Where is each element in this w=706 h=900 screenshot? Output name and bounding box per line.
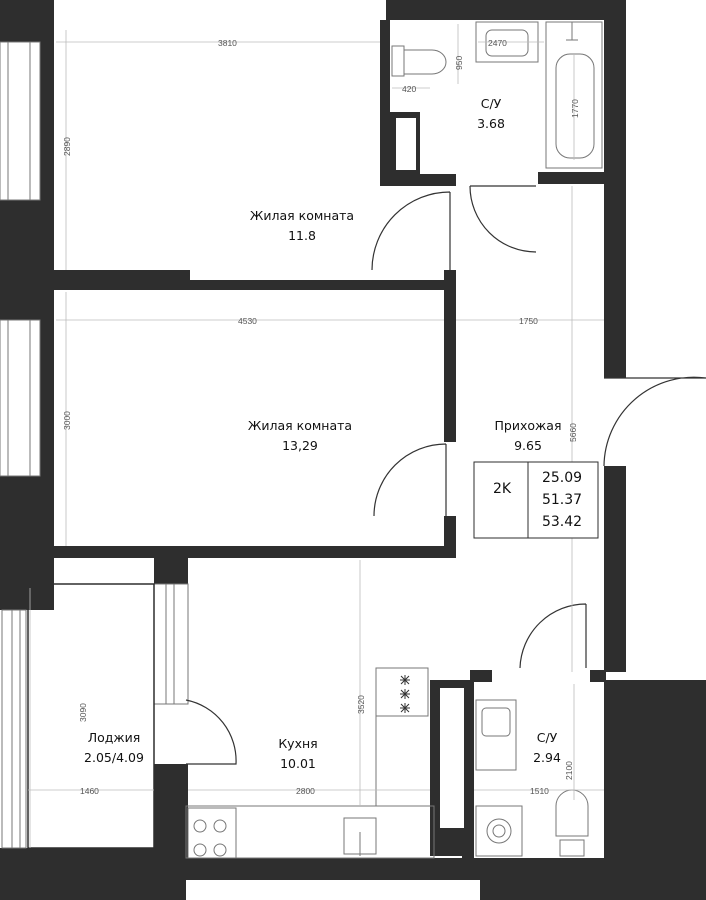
room-labels: С/У 3.68 Жилая комната 11.8 Жилая комнат…: [84, 96, 561, 771]
wall-bathroom-bottom-right: [538, 172, 604, 184]
dim-3090: 3090: [78, 703, 88, 722]
wall-bathroom2-left: [462, 680, 474, 858]
sink-bottom: [475, 699, 517, 771]
wall-kitchen-left-bottom: [154, 764, 188, 860]
dim-950: 950: [454, 56, 464, 70]
kitchen-hob: [187, 807, 237, 859]
wall-right-bottom-block: [604, 680, 706, 880]
dim-1750: 1750: [519, 316, 538, 326]
room-name-bathroom-top: С/У: [481, 96, 502, 111]
dim-1460: 1460: [80, 786, 99, 796]
stove-wall: [375, 667, 429, 717]
dim-5660: 5660: [568, 423, 578, 442]
room-name-hallway: Прихожая: [495, 418, 562, 433]
wall-bedroom2-right-low: [444, 516, 456, 550]
wall-bedrooms-divider-2: [186, 280, 450, 290]
wall-bathroom2-top-right: [590, 670, 606, 682]
kitchen-counter: [185, 805, 435, 859]
room-name-bathroom-bottom: С/У: [537, 730, 558, 745]
wall-bottom: [186, 858, 686, 880]
window-kitchen: [153, 583, 189, 705]
dim-420: 420: [402, 84, 416, 94]
wall-top-right: [386, 0, 626, 20]
area-living: 25.09: [542, 470, 582, 486]
room-area-hallway: 9.65: [514, 438, 542, 453]
room-name-loggia: Лоджия: [88, 730, 141, 745]
bath-faucet-icon: [566, 22, 578, 41]
fixtures: [185, 21, 603, 859]
dim-1510: 1510: [530, 786, 549, 796]
wall-right-upper: [604, 0, 626, 378]
summary-table: 2K 25.09 51.37 53.42: [473, 461, 599, 539]
window-loggia: [1, 609, 27, 849]
dim-3520: 3520: [356, 695, 366, 714]
room-area-bathroom-bottom: 2.94: [533, 750, 561, 765]
door-bedroom1: [371, 191, 451, 271]
dimension-labels: 3810 2470 950 420 1770 2890 4530 1750 30…: [62, 38, 580, 796]
door-loggia: [185, 699, 237, 765]
loggia-outline: [27, 583, 155, 849]
apartment-type: 2K: [493, 481, 512, 497]
wall-left-strip: [38, 42, 54, 596]
wall-bathroom2-top: [470, 670, 492, 682]
area-total: 51.37: [542, 492, 582, 508]
toilet-bottom: [555, 789, 589, 857]
room-area-kitchen: 10.01: [280, 756, 316, 771]
door-bathroom-top: [469, 185, 537, 253]
bathtub: [545, 21, 603, 169]
wall-bedroom1-bathroom: [380, 20, 390, 184]
window-bedroom2: [0, 319, 41, 477]
dim-2100: 2100: [564, 761, 574, 780]
wall-left-top: [0, 0, 54, 42]
room-name-bedroom1: Жилая комната: [250, 208, 354, 223]
room-name-bedroom2: Жилая комната: [248, 418, 352, 433]
wall-bottom-stub: [480, 878, 706, 900]
door-entrance: [603, 376, 706, 467]
dim-1770: 1770: [570, 99, 580, 118]
door-bathroom-bottom: [519, 603, 587, 669]
dim-3000: 3000: [62, 411, 72, 430]
toilet-top: [391, 45, 447, 77]
room-area-bedroom2: 13,29: [282, 438, 318, 453]
door-bedroom2: [373, 443, 447, 517]
stove-burners-icon: [400, 675, 410, 713]
room-area-bedroom1: 11.8: [288, 228, 316, 243]
windows: [0, 41, 189, 849]
room-name-kitchen: Кухня: [278, 736, 317, 751]
room-area-bathroom-top: 3.68: [477, 116, 505, 131]
wall-right-lower: [604, 466, 626, 672]
dimension-lines: [28, 24, 604, 848]
dim-3810: 3810: [218, 38, 237, 48]
wall-bedroom2-right: [444, 270, 456, 442]
room-area-loggia: 2.05/4.09: [84, 750, 144, 765]
area-with-loggia: 53.42: [542, 514, 582, 530]
wall-bedrooms-divider: [54, 270, 190, 290]
dim-2890: 2890: [62, 137, 72, 156]
wall-bathroom-bottom-left: [380, 174, 456, 186]
washing-machine: [475, 805, 523, 857]
dim-2470: 2470: [488, 38, 507, 48]
window-bedroom1: [0, 41, 41, 201]
doors: [185, 185, 706, 765]
wall-bedroom2-kitchen: [54, 546, 456, 558]
dim-2800: 2800: [296, 786, 315, 796]
dim-4530: 4530: [238, 316, 257, 326]
